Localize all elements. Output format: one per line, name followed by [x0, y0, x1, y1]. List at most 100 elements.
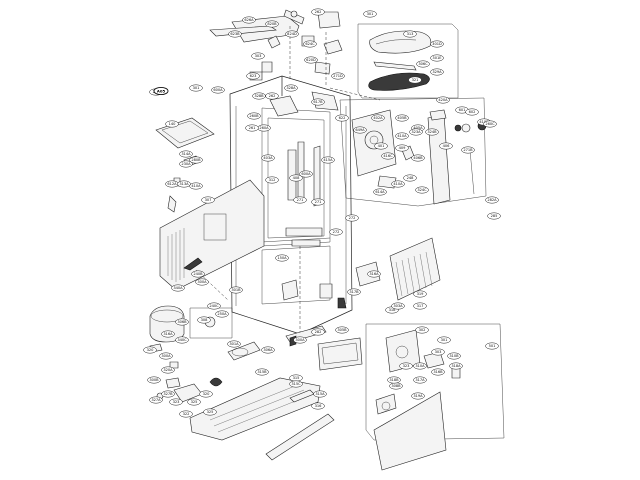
- callout-oval: [149, 396, 163, 404]
- callout-oval: [381, 152, 395, 160]
- callout-label: 230A: [181, 162, 191, 166]
- upper-right-assembly-box: [357, 23, 459, 99]
- callout-oval: [485, 196, 499, 204]
- part-callout: 280B: [189, 156, 203, 164]
- callout-label: 310B: [449, 354, 459, 358]
- part-callout: 649A: [353, 126, 367, 134]
- callout-label: 600A: [301, 172, 311, 176]
- callout-label: 315A: [315, 392, 325, 396]
- callout-oval: [391, 302, 405, 310]
- callout-label: 260A: [259, 126, 269, 130]
- callout-oval: [311, 328, 325, 336]
- part-callout: 271D: [331, 72, 345, 80]
- callout-label: 612A: [167, 182, 177, 186]
- callout-oval: [409, 128, 423, 136]
- group-marker-label: A05: [157, 88, 166, 93]
- callout-label: 824D: [287, 32, 297, 36]
- callout-label: 328B: [254, 94, 264, 98]
- callout-oval: [304, 56, 318, 64]
- part-callout: 602: [465, 108, 479, 116]
- callout-oval: [347, 288, 361, 296]
- callout-oval: [403, 174, 417, 182]
- callout-oval: [413, 290, 427, 298]
- callout-label: 317: [417, 304, 424, 308]
- part-callout: 600A: [299, 170, 313, 178]
- part-callout: 420A: [436, 96, 450, 104]
- callout-oval: [255, 368, 269, 376]
- callout-oval: [395, 132, 409, 140]
- callout-oval: [403, 30, 417, 38]
- callout-label: 410A: [397, 134, 407, 138]
- part-callout: 328A: [284, 84, 298, 92]
- callout-oval: [211, 86, 225, 94]
- callout-label: 282A: [487, 198, 497, 202]
- part-callout: 260A: [257, 124, 271, 132]
- part-callout: 300A: [159, 352, 173, 360]
- callout-label: 250A: [217, 312, 227, 316]
- callout-label: 416C: [383, 154, 393, 158]
- callout-label: 301: [367, 12, 374, 16]
- callout-label: 300A: [197, 280, 207, 284]
- part-callout: 622: [335, 114, 349, 122]
- callout-label: 260C: [485, 122, 495, 126]
- callout-label: 408: [293, 176, 301, 180]
- part-callout: 262: [265, 92, 279, 100]
- part-callout: 317B: [347, 288, 361, 296]
- callout-oval: [171, 284, 185, 292]
- part-callout: 306C: [416, 60, 430, 68]
- callout-label: 317A: [415, 378, 425, 382]
- callout-oval: [430, 68, 444, 76]
- callout-label: 410A: [393, 182, 403, 186]
- part-callout: 315C: [289, 380, 303, 388]
- part-callout: 250A: [215, 310, 229, 318]
- callout-oval: [311, 402, 325, 410]
- callout-oval: [187, 398, 201, 406]
- callout-label: 623B: [230, 32, 240, 36]
- right-motor-assembly-box: [339, 97, 487, 207]
- callout-oval: [465, 108, 479, 116]
- callout-oval: [313, 390, 327, 398]
- part-callout: 313A: [177, 180, 191, 188]
- callout-label: 271: [297, 198, 304, 202]
- part-callout: 260C: [483, 120, 497, 128]
- part-callout: 305B: [335, 326, 349, 334]
- part-callout: 327A: [149, 396, 163, 404]
- callout-oval: [431, 368, 445, 376]
- callout-label: 262: [315, 10, 322, 14]
- part-callout: 272: [329, 228, 343, 236]
- callout-oval: [179, 410, 193, 418]
- callout-oval: [265, 20, 279, 28]
- callout-label: 320: [203, 392, 211, 396]
- callout-label: 301E: [432, 56, 442, 60]
- callout-oval: [485, 342, 499, 350]
- part-callout: 318B: [387, 376, 401, 384]
- callout-label: 321: [412, 78, 419, 82]
- part-callout: 308B: [389, 382, 403, 390]
- part-callout: 316A: [367, 270, 381, 278]
- part-callout: 401: [374, 142, 388, 150]
- part-callout: 320A: [161, 366, 175, 374]
- callout-oval: [437, 336, 451, 344]
- part-callout: 301E: [430, 54, 444, 62]
- callout-oval: [413, 302, 427, 310]
- callout-oval: [367, 270, 381, 278]
- part-callout: 310B: [447, 352, 461, 360]
- part-callout: 340C: [175, 336, 189, 344]
- part-callout: 323: [399, 362, 413, 370]
- part-callout: 316B: [431, 368, 445, 376]
- callout-label: 240B: [193, 272, 203, 276]
- part-callout: 301B: [229, 286, 243, 294]
- callout-oval: [415, 186, 429, 194]
- callout-label: 324C: [417, 188, 427, 192]
- part-callout: 402A: [371, 114, 385, 122]
- callout-oval: [203, 408, 217, 416]
- part-callout: 301D: [430, 40, 444, 48]
- part-callout: 408: [289, 174, 303, 182]
- part-callout: 308: [197, 316, 211, 324]
- callout-label: 248: [407, 176, 415, 180]
- callout-label: 614A: [375, 190, 385, 194]
- callout-label: 317B: [349, 290, 359, 294]
- callout-oval: [439, 142, 453, 150]
- callout-oval: [215, 310, 229, 318]
